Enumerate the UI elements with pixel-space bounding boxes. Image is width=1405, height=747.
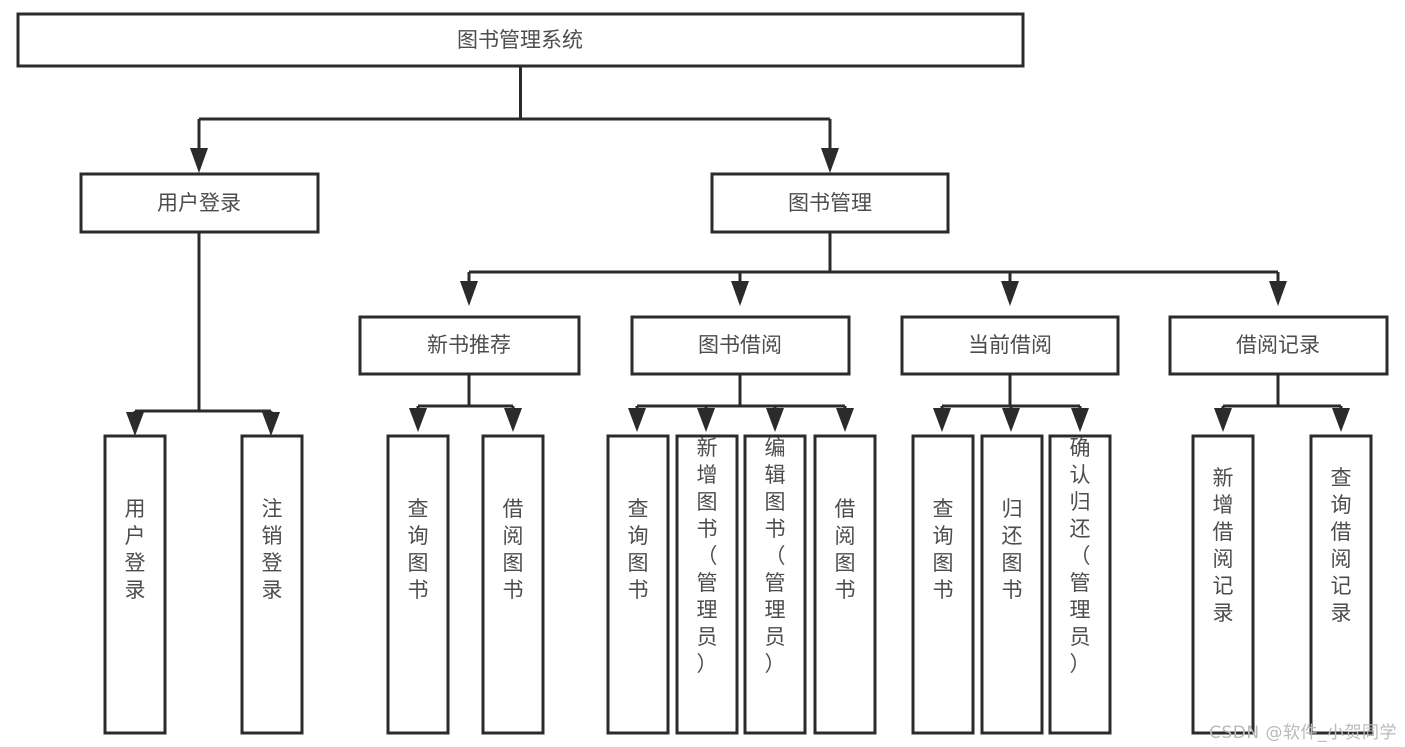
arrow-cb-leaf-1 (933, 408, 951, 432)
node-user-login[interactable]: 用户登录 (79, 172, 320, 234)
arrow-bb-leaf-1 (628, 408, 646, 432)
leaf-current-borrow-2[interactable]: 归还图书 (980, 434, 1044, 735)
leaf-new-book-1-box[interactable] (386, 434, 450, 735)
arrow-to-new-book (460, 281, 478, 306)
leaf-book-borrow-2-label: 新增图书（管理员） (697, 436, 718, 676)
leaf-current-borrow-3-label: 确认归还（管理员） (1070, 436, 1091, 676)
node-new-book-recommend[interactable]: 新书推荐 (358, 315, 581, 376)
node-current-borrow-box[interactable] (900, 315, 1120, 376)
node-borrow-record[interactable]: 借阅记录 (1168, 315, 1389, 376)
arrow-newbook-leaf-2 (504, 408, 522, 432)
node-current-borrow-label: 当前借阅 (968, 333, 1052, 357)
leaf-current-borrow-1-box[interactable] (911, 434, 975, 735)
leaf-new-book-2-label: 借阅图书 (503, 497, 524, 602)
edges-layer (126, 66, 1350, 436)
node-user-login-box[interactable] (79, 172, 320, 234)
node-root[interactable]: 图书管理系统 (16, 12, 1025, 68)
node-new-book-recommend-box[interactable] (358, 315, 581, 376)
node-new-book-recommend-label: 新书推荐 (427, 333, 511, 357)
leaf-book-borrow-3-box[interactable] (743, 434, 807, 735)
arrow-bb-leaf-3 (766, 408, 784, 432)
node-book-borrow-label: 图书借阅 (698, 333, 782, 357)
node-current-borrow[interactable]: 当前借阅 (900, 315, 1120, 376)
leaf-borrow-record-1-label: 新增借阅记录 (1213, 466, 1234, 625)
node-borrow-record-label: 借阅记录 (1236, 333, 1320, 357)
leaf-book-borrow-2[interactable]: 新增图书（管理员） (675, 434, 739, 735)
arrow-to-user-login (190, 148, 208, 173)
csdn-watermark: CSDN @软件_小贺同学 (1209, 723, 1397, 743)
node-book-borrow[interactable]: 图书借阅 (630, 315, 851, 376)
leaf-current-borrow-2-box[interactable] (980, 434, 1044, 735)
arrow-to-borrow-record (1269, 281, 1287, 306)
leaf-user-login-1-box[interactable] (103, 434, 167, 735)
leaf-new-book-2[interactable]: 借阅图书 (481, 434, 545, 735)
leaf-book-borrow-2-box[interactable] (675, 434, 739, 735)
leaf-book-borrow-1-label: 查询图书 (628, 497, 649, 602)
leaf-user-login-2-box[interactable] (240, 434, 304, 735)
leaf-book-borrow-3[interactable]: 编辑图书（管理员） (743, 434, 807, 735)
node-root-box[interactable] (16, 12, 1025, 68)
arrow-user-login-leaf-2 (262, 412, 280, 436)
arrow-to-current-borrow (1001, 281, 1019, 306)
leaf-book-borrow-4-label: 借阅图书 (835, 497, 856, 602)
leaf-borrow-record-1-box[interactable] (1191, 434, 1255, 735)
node-book-manage-box[interactable] (710, 172, 950, 234)
leaf-book-borrow-4[interactable]: 借阅图书 (813, 434, 877, 735)
arrow-newbook-leaf-1 (409, 408, 427, 432)
leaf-current-borrow-1-label: 查询图书 (933, 497, 954, 602)
leaf-new-book-1-label: 查询图书 (408, 497, 429, 602)
arrow-cb-leaf-3 (1071, 408, 1089, 432)
node-book-borrow-box[interactable] (630, 315, 851, 376)
leaf-book-borrow-1[interactable]: 查询图书 (606, 434, 670, 735)
leaf-current-borrow-1[interactable]: 查询图书 (911, 434, 975, 735)
leaf-borrow-record-2[interactable]: 查询借阅记录 (1309, 434, 1373, 735)
leaf-new-book-2-box[interactable] (481, 434, 545, 735)
node-root-label: 图书管理系统 (457, 28, 583, 52)
leaf-current-borrow-3[interactable]: 确认归还（管理员） (1048, 434, 1112, 735)
arrow-to-book-borrow (731, 281, 749, 306)
leaf-book-borrow-4-box[interactable] (813, 434, 877, 735)
arrow-user-login-leaf-1 (126, 412, 144, 436)
arrow-bb-leaf-2 (697, 408, 715, 432)
arrow-br-leaf-1 (1214, 408, 1232, 432)
node-book-manage[interactable]: 图书管理 (710, 172, 950, 234)
leaf-current-borrow-2-label: 归还图书 (1002, 497, 1023, 602)
node-user-login-label: 用户登录 (157, 191, 241, 215)
arrow-br-leaf-2 (1332, 408, 1350, 432)
leaf-borrow-record-2-label: 查询借阅记录 (1331, 466, 1352, 625)
arrow-cb-leaf-2 (1002, 408, 1020, 432)
node-book-manage-label: 图书管理 (788, 191, 872, 215)
leaf-book-borrow-3-label: 编辑图书（管理员） (765, 436, 786, 676)
arrow-to-book-manage (821, 148, 839, 173)
leaf-user-login-1-label: 用户登录 (125, 497, 146, 602)
leaf-user-login-2[interactable]: 注销登录 (240, 434, 304, 735)
leaf-user-login-2-label: 注销登录 (262, 497, 283, 602)
leaf-new-book-1[interactable]: 查询图书 (386, 434, 450, 735)
leaf-borrow-record-1[interactable]: 新增借阅记录 (1191, 434, 1255, 735)
leaf-book-borrow-1-box[interactable] (606, 434, 670, 735)
leaf-user-login-1[interactable]: 用户登录 (103, 434, 167, 735)
node-borrow-record-box[interactable] (1168, 315, 1389, 376)
leaf-borrow-record-2-box[interactable] (1309, 434, 1373, 735)
leaf-current-borrow-3-box[interactable] (1048, 434, 1112, 735)
arrow-bb-leaf-4 (836, 408, 854, 432)
